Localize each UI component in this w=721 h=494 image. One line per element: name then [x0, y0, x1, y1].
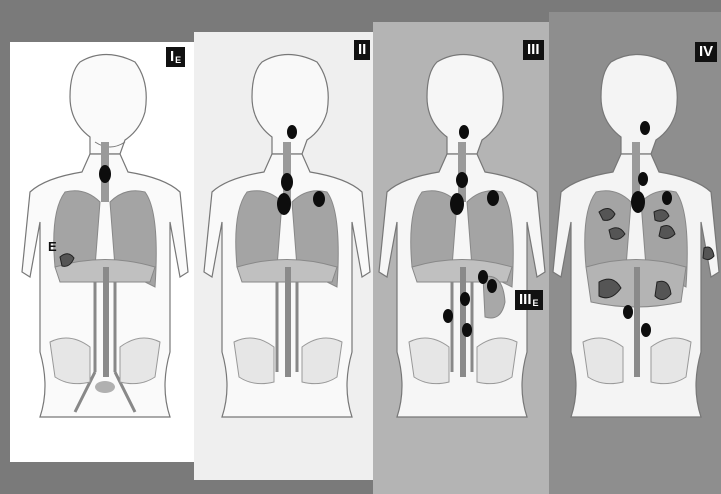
lymph-node [623, 305, 633, 319]
lymph-node [313, 191, 325, 207]
lymph-node [287, 125, 297, 139]
lymph-node [462, 323, 472, 337]
body-illustration [373, 22, 550, 494]
stage-label-text: II [358, 41, 366, 58]
lymph-node [478, 270, 488, 284]
stage-label-ie: IE [166, 47, 185, 67]
stage-label-sub: E [175, 55, 181, 65]
body-illustration [549, 12, 721, 494]
stage-label-ii: II [354, 40, 370, 60]
body-illustration [194, 32, 376, 480]
lymph-node [281, 173, 293, 191]
lymph-node [456, 172, 468, 188]
stage-label-iii: III [523, 40, 544, 60]
stage-label-iiie: IIIE [515, 290, 543, 310]
stage-label-iv: IV [695, 42, 717, 62]
lymph-node [277, 193, 291, 215]
stage-label-sub: E [533, 298, 539, 308]
stage-label-text: IV [699, 43, 713, 60]
lymph-node [638, 172, 648, 186]
stage-ii-panel: II [194, 32, 376, 480]
lymph-node [487, 190, 499, 206]
stage-label-text: III [519, 291, 532, 308]
extranodal-e-marker: E [48, 239, 57, 254]
lymph-node [662, 191, 672, 205]
stage-label-text: I [170, 48, 174, 65]
lymph-node [487, 279, 497, 293]
lymph-node [631, 191, 645, 213]
lymph-node [460, 292, 470, 306]
stage-iii-panel: III IIIE [373, 22, 550, 494]
lymph-node [640, 121, 650, 135]
stage-iv-panel: IV [549, 12, 721, 494]
stage-label-text: III [527, 41, 540, 58]
lymph-node [99, 165, 111, 183]
lymph-node [443, 309, 453, 323]
body-illustration [10, 42, 195, 462]
stage-ie-panel: E IE [10, 42, 195, 462]
lymph-node [641, 323, 651, 337]
lymph-node [459, 125, 469, 139]
lymph-node [450, 193, 464, 215]
